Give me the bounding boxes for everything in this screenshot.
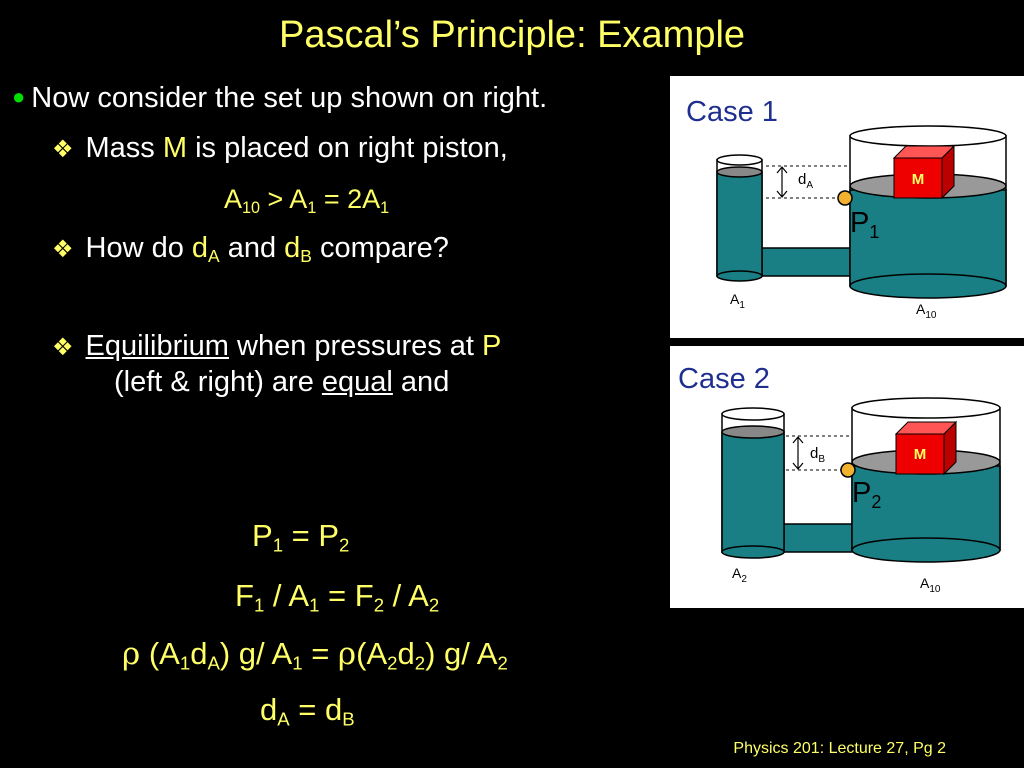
d-label: dB	[810, 445, 825, 465]
case-2-diagram: Case 2 M dB P2 A2 A10	[678, 363, 1001, 595]
left-piston	[716, 166, 763, 178]
case-1-panel: Case 1 M dA P1 A1 A10	[670, 76, 1024, 338]
slide-footer: Physics 201: Lecture 27, Pg 2	[733, 740, 946, 757]
equilibrium-term: Equilibrium	[85, 330, 229, 362]
bullet-2-text: Mass	[85, 132, 163, 164]
mass-label: M	[912, 171, 925, 188]
case-2-label: Case 2	[678, 363, 770, 395]
right-fluid	[851, 465, 1001, 551]
connecting-pipe	[754, 247, 856, 277]
case-2-panel: Case 2 M dB P2 A2 A10	[670, 346, 1024, 608]
equation-force: F1 / A1 = F2 / A2	[235, 578, 440, 616]
equation-result: dA = dB	[260, 692, 355, 730]
bullet-4-line-2: (left & right) are equal and	[114, 366, 450, 398]
slide-title: Pascal’s Principle: Example	[278, 14, 746, 56]
area-relation: A10 > A1 = 2A1	[224, 184, 390, 217]
equation-pressure: P1 = P2	[252, 518, 350, 556]
bullet-2-text-end: is placed on right piston,	[187, 132, 508, 164]
right-cylinder-rim	[851, 397, 1001, 419]
bullet-2: ❖ Mass M is placed on right piston,	[52, 132, 508, 165]
bullet-dot-icon: ●	[12, 84, 26, 109]
diamond-bullet-icon: ❖	[52, 334, 74, 361]
mass-symbol: M	[162, 132, 188, 164]
left-fluid	[716, 171, 763, 277]
p-label: P2	[852, 477, 881, 512]
point-p-marker	[840, 462, 856, 478]
case-1-label: Case 1	[686, 96, 778, 128]
left-piston	[721, 425, 785, 439]
equal-term: equal	[321, 366, 393, 398]
bullet-1-text: Now consider the set up shown on right.	[31, 82, 548, 114]
right-fluid	[849, 189, 1007, 287]
mass-block	[893, 157, 943, 199]
left-tube-rim	[721, 407, 785, 421]
area-left-label: A1	[730, 291, 745, 311]
case-1-diagram: Case 1 M dA P1 A1 A10	[686, 96, 1007, 321]
bullet-3: ❖How do dA and dB compare?	[52, 232, 449, 267]
area-right-label: A10	[916, 301, 937, 321]
right-cylinder-rim	[849, 125, 1007, 147]
diamond-bullet-icon: ❖	[52, 236, 74, 263]
mass-block	[895, 433, 945, 475]
point-p-marker	[837, 190, 853, 206]
left-fluid	[721, 431, 785, 553]
area-left-label: A2	[732, 565, 747, 585]
bullet-1: ●Now consider the set up shown on right.	[12, 82, 547, 115]
p-label: P1	[850, 207, 879, 242]
left-tube-rim	[716, 154, 763, 166]
d-label: dA	[798, 171, 813, 191]
bullet-4: ❖Equilibrium when pressures at P	[52, 330, 502, 362]
diamond-bullet-icon: ❖	[52, 136, 74, 163]
area-right-label: A10	[920, 575, 941, 595]
equation-density: ρ (A1dA) g/ A1 = ρ(A2d2) g/ A2	[122, 636, 508, 674]
mass-label: M	[914, 446, 927, 463]
